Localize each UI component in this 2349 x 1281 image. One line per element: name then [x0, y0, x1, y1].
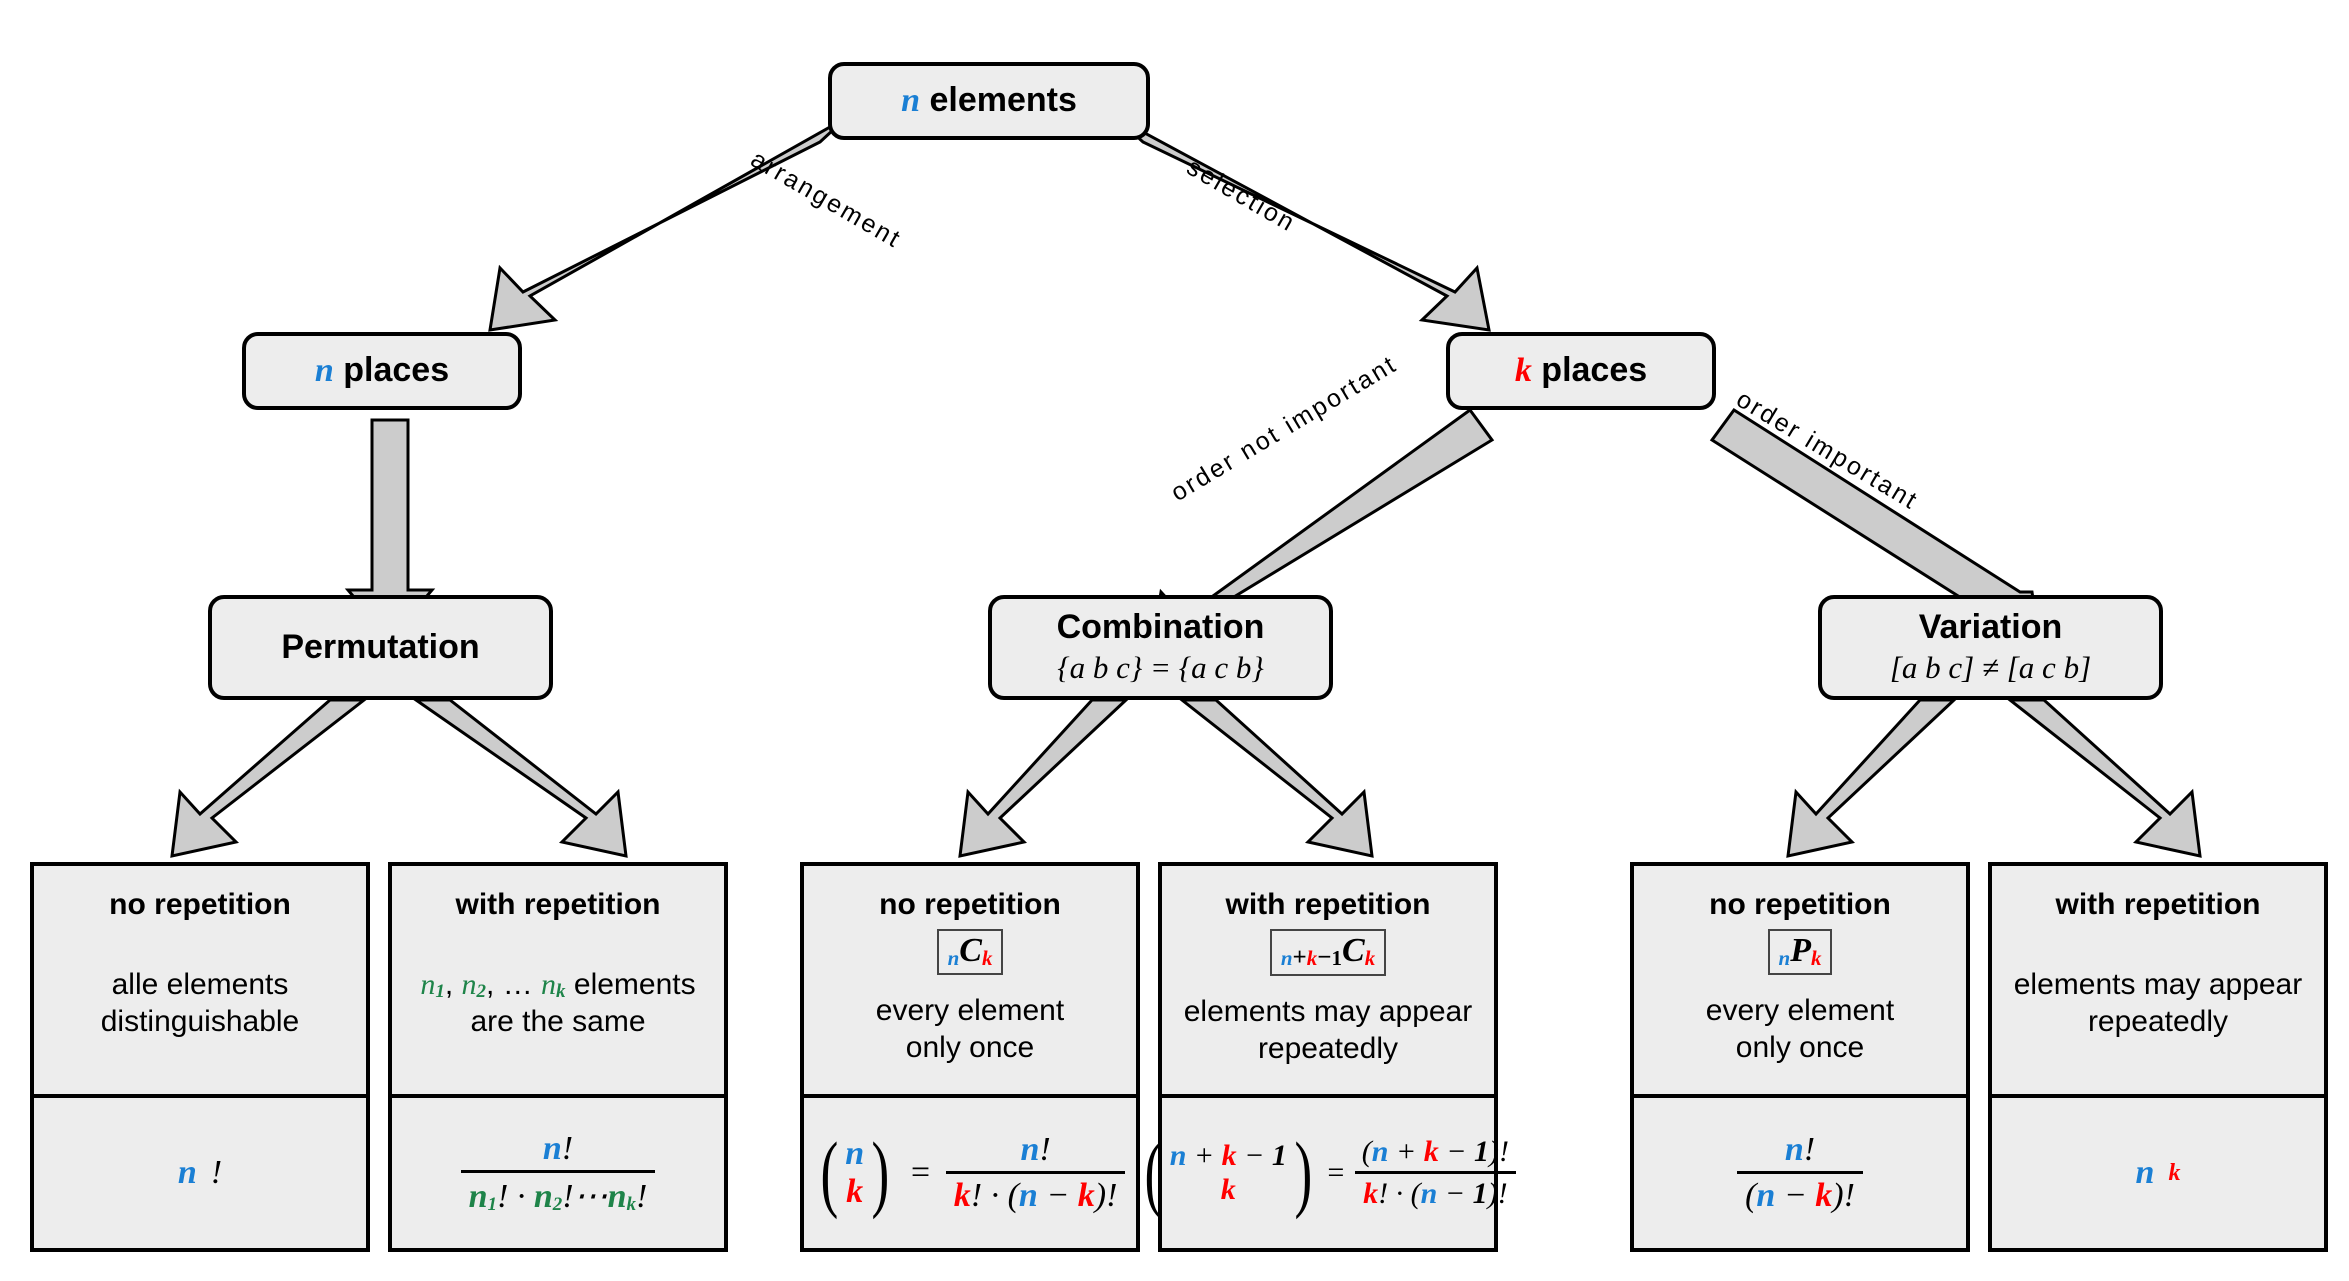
leaf-header: with repetition	[1225, 888, 1431, 921]
leaf-header: no repetition	[879, 888, 1061, 921]
arrow-perm-no-repetition	[170, 698, 369, 858]
leaf-divider	[1162, 1094, 1494, 1098]
leaf-formula: n! n1! · n2!⋯nk!	[392, 1098, 724, 1248]
node-n-places[interactable]: n places	[242, 332, 522, 410]
leaf-formula: n! (n − k)!	[1634, 1098, 1966, 1248]
node-k-places-label: k places	[1514, 351, 1648, 390]
symbol-n1: n1	[420, 967, 445, 1002]
node-combination-title: Combination	[1056, 608, 1265, 647]
edge-label-arrangement: arrangement	[746, 145, 907, 254]
arrow-selection	[1115, 116, 1491, 332]
symbol-n2: n2	[461, 967, 487, 1002]
leaf-divider	[1992, 1094, 2324, 1098]
symbol-n: n	[901, 82, 921, 120]
leaf-combination-with-repetition[interactable]: with repetition n+k−1Ck elements may app…	[1144, 862, 1516, 1252]
leaf-description: every element only once	[1705, 993, 1895, 1065]
node-k-places-text: places	[1541, 351, 1648, 390]
notation-n-plus-k-minus-1-C-k: n+k−1Ck	[1269, 928, 1387, 976]
arrow-perm-with-repetition	[411, 698, 628, 858]
edge-label-selection: selection	[1182, 153, 1301, 238]
leaf-description: every element only once	[875, 993, 1065, 1065]
node-variation-title: Variation	[1918, 608, 2063, 647]
leaf-permutation-no-repetition[interactable]: no repetition alle elements distinguisha…	[30, 862, 370, 1252]
leaf-permutation-with-repetition[interactable]: with repetition n1, n2, … nk elements ar…	[388, 862, 728, 1252]
node-combination[interactable]: Combination {a b c} = {a c b}	[988, 595, 1333, 700]
leaf-variation-no-repetition[interactable]: no repetition nPk every element only onc…	[1630, 862, 1970, 1252]
node-variation-subtitle: [a b c] ≠ [a c b]	[1889, 649, 2092, 685]
leaf-header: with repetition	[455, 888, 661, 921]
leaf-description: elements may appear repeatedly	[2013, 967, 2303, 1039]
leaf-formula: n!	[177, 1154, 223, 1191]
arrow-comb-no-repetition	[958, 698, 1130, 858]
leaf-header: no repetition	[109, 888, 291, 921]
edge-label-order-not-important: order not important	[1166, 349, 1403, 508]
leaf-divider	[1634, 1094, 1966, 1098]
node-combination-subtitle: {a b c} = {a c b}	[1057, 649, 1264, 685]
node-n-places-text: places	[343, 351, 450, 390]
node-k-places[interactable]: k places	[1446, 332, 1716, 410]
node-permutation[interactable]: Permutation	[208, 595, 553, 700]
symbol-n: n	[314, 352, 334, 390]
arrow-var-no-repetition	[1786, 698, 1958, 858]
leaf-header: with repetition	[2055, 888, 2261, 921]
node-n-places-label: n places	[314, 351, 450, 390]
leaf-header: no repetition	[1709, 888, 1891, 921]
node-n-elements-label: n elements	[901, 81, 1077, 120]
node-permutation-title: Permutation	[281, 627, 480, 666]
leaf-variation-with-repetition[interactable]: with repetition elements may appear repe…	[1988, 862, 2328, 1252]
node-n-elements[interactable]: n elements	[828, 62, 1150, 140]
node-variation[interactable]: Variation [a b c] ≠ [a c b]	[1818, 595, 2163, 700]
node-n-elements-text: elements	[929, 81, 1077, 120]
notation-nPk: nPk	[1767, 928, 1833, 975]
leaf-combination-no-repetition[interactable]: no repetition nCk every element only onc…	[800, 862, 1140, 1252]
leaf-description: elements may appear repeatedly	[1183, 994, 1473, 1066]
leaf-description: n1, n2, … nk elements are the same	[420, 967, 696, 1039]
arrow-comb-with-repetition	[1177, 698, 1374, 858]
arrow-arrangement	[488, 116, 848, 332]
symbol-k: k	[1514, 352, 1532, 390]
symbol-nk: nk	[541, 967, 566, 1002]
arrow-var-with-repetition	[2005, 698, 2202, 858]
leaf-divider	[804, 1094, 1136, 1098]
leaf-divider	[34, 1094, 366, 1098]
leaf-description: alle elements distinguishable	[100, 967, 300, 1039]
notation-nCk: nCk	[936, 928, 1004, 975]
edge-label-order-important: order important	[1731, 385, 1924, 516]
leaf-divider	[392, 1094, 724, 1098]
